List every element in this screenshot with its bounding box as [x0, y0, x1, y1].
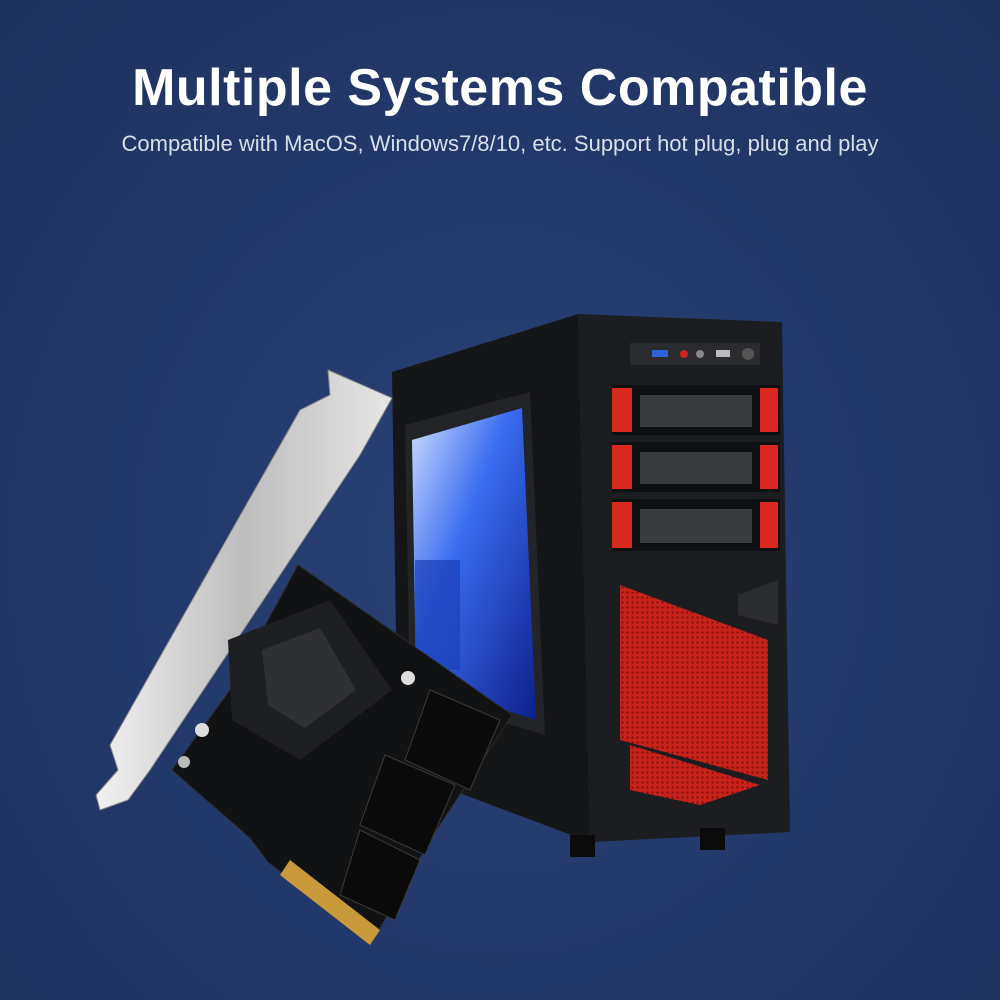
usb3-port-icon: [652, 350, 668, 357]
page-title: Multiple Systems Compatible: [132, 59, 868, 117]
case-io-ports: [630, 343, 760, 365]
case-foot: [570, 835, 595, 857]
mic-port-icon: [696, 350, 704, 358]
card-heatsink: [228, 600, 392, 760]
power-button-icon: [742, 348, 754, 360]
sata-ports: [339, 689, 501, 921]
pcie-card: [95, 369, 513, 945]
card-bracket: [95, 369, 393, 811]
page-subtitle: Compatible with MacOS, Windows7/8/10, et…: [121, 131, 879, 156]
usb2-port-icon: [716, 350, 730, 357]
case-front-power-button: [738, 580, 778, 625]
case-foot: [700, 828, 725, 850]
card-screw: [195, 723, 209, 737]
card-gold-contacts: [280, 860, 380, 945]
drive-bays: [612, 385, 780, 551]
case-lower-mesh: [630, 745, 760, 805]
bracket-screw: [178, 756, 190, 768]
case-red-mesh: [620, 585, 768, 780]
card-screw: [401, 671, 415, 685]
audio-port-icon: [680, 350, 688, 358]
